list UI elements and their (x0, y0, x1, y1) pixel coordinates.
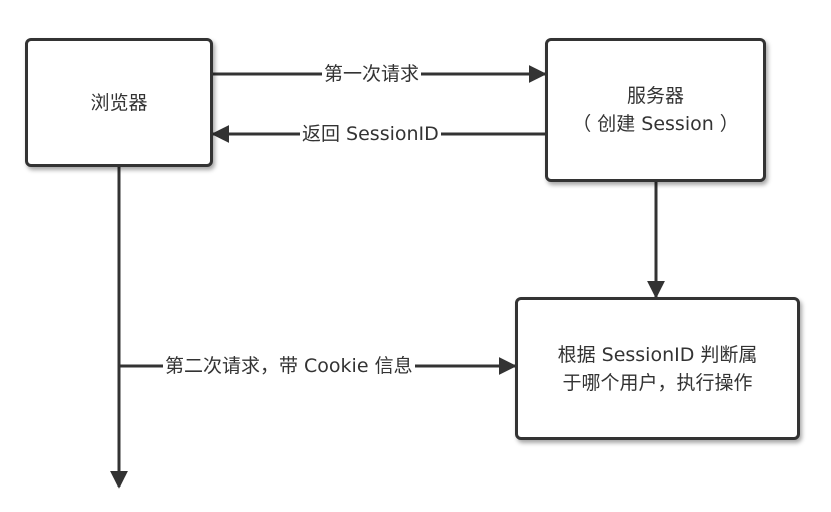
browser-label: 浏览器 (90, 91, 148, 114)
server-label: 服务器 (626, 85, 684, 107)
second-request-label: 第二次请求，带 Cookie 信息 (163, 354, 415, 378)
browser-node: 浏览器 (25, 38, 213, 167)
first-request-label: 第一次请求 (322, 62, 422, 86)
server-node: 服务器 （ 创建 Session ） (545, 38, 766, 182)
session-handler-node: 根据 SessionID 判断属 于哪个用户，执行操作 (515, 297, 800, 440)
server-sublabel: （ 创建 Session ） (572, 113, 739, 135)
handler-label-line2: 于哪个用户，执行操作 (562, 371, 753, 394)
handler-label-line1: 根据 SessionID 判断属 (557, 343, 758, 366)
return-sessionid-label: 返回 SessionID (300, 122, 441, 146)
